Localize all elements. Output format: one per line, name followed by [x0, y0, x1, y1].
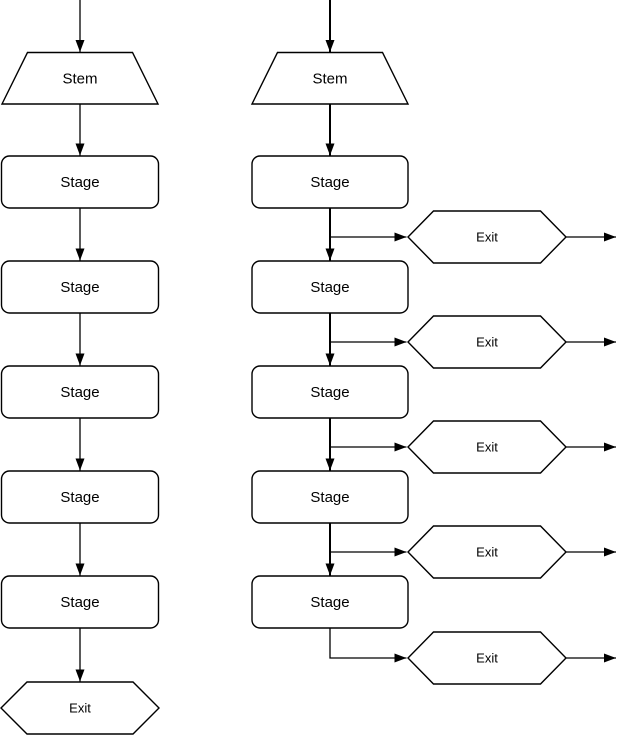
left-stage-label-1: Stage: [60, 174, 99, 191]
left-stage-label-4: Stage: [60, 489, 99, 506]
left-stem-label: Stem: [62, 71, 97, 88]
left-stage-label-5: Stage: [60, 594, 99, 611]
left-stage-label-3: Stage: [60, 384, 99, 401]
right-exit-label-2: Exit: [476, 335, 498, 350]
left-stage-label-2: Stage: [60, 279, 99, 296]
right-flow: Stem Stage Exit Stage Exit Stage Exit St…: [250, 0, 616, 685]
right-stage-label-4: Stage: [310, 489, 349, 506]
right-exit-label-4: Exit: [476, 545, 498, 560]
right-exit-label-1: Exit: [476, 230, 498, 245]
right-stem-node: [250, 51, 410, 105]
right-stage-label-3: Stage: [310, 384, 349, 401]
left-exit-label: Exit: [69, 701, 91, 716]
left-stem-node: [0, 51, 160, 105]
right-stem-label: Stem: [312, 71, 347, 88]
right-branch-connector-5: [329, 628, 407, 663]
right-stage-label-5: Stage: [310, 594, 349, 611]
right-stage-label-2: Stage: [310, 279, 349, 296]
right-exit-label-5: Exit: [476, 651, 498, 666]
right-exit-label-3: Exit: [476, 440, 498, 455]
left-exit-node: [0, 681, 160, 735]
left-flow: Stem Stage Stage Stage Stage Stage Exit: [0, 0, 160, 735]
right-stage-label-1: Stage: [310, 174, 349, 191]
